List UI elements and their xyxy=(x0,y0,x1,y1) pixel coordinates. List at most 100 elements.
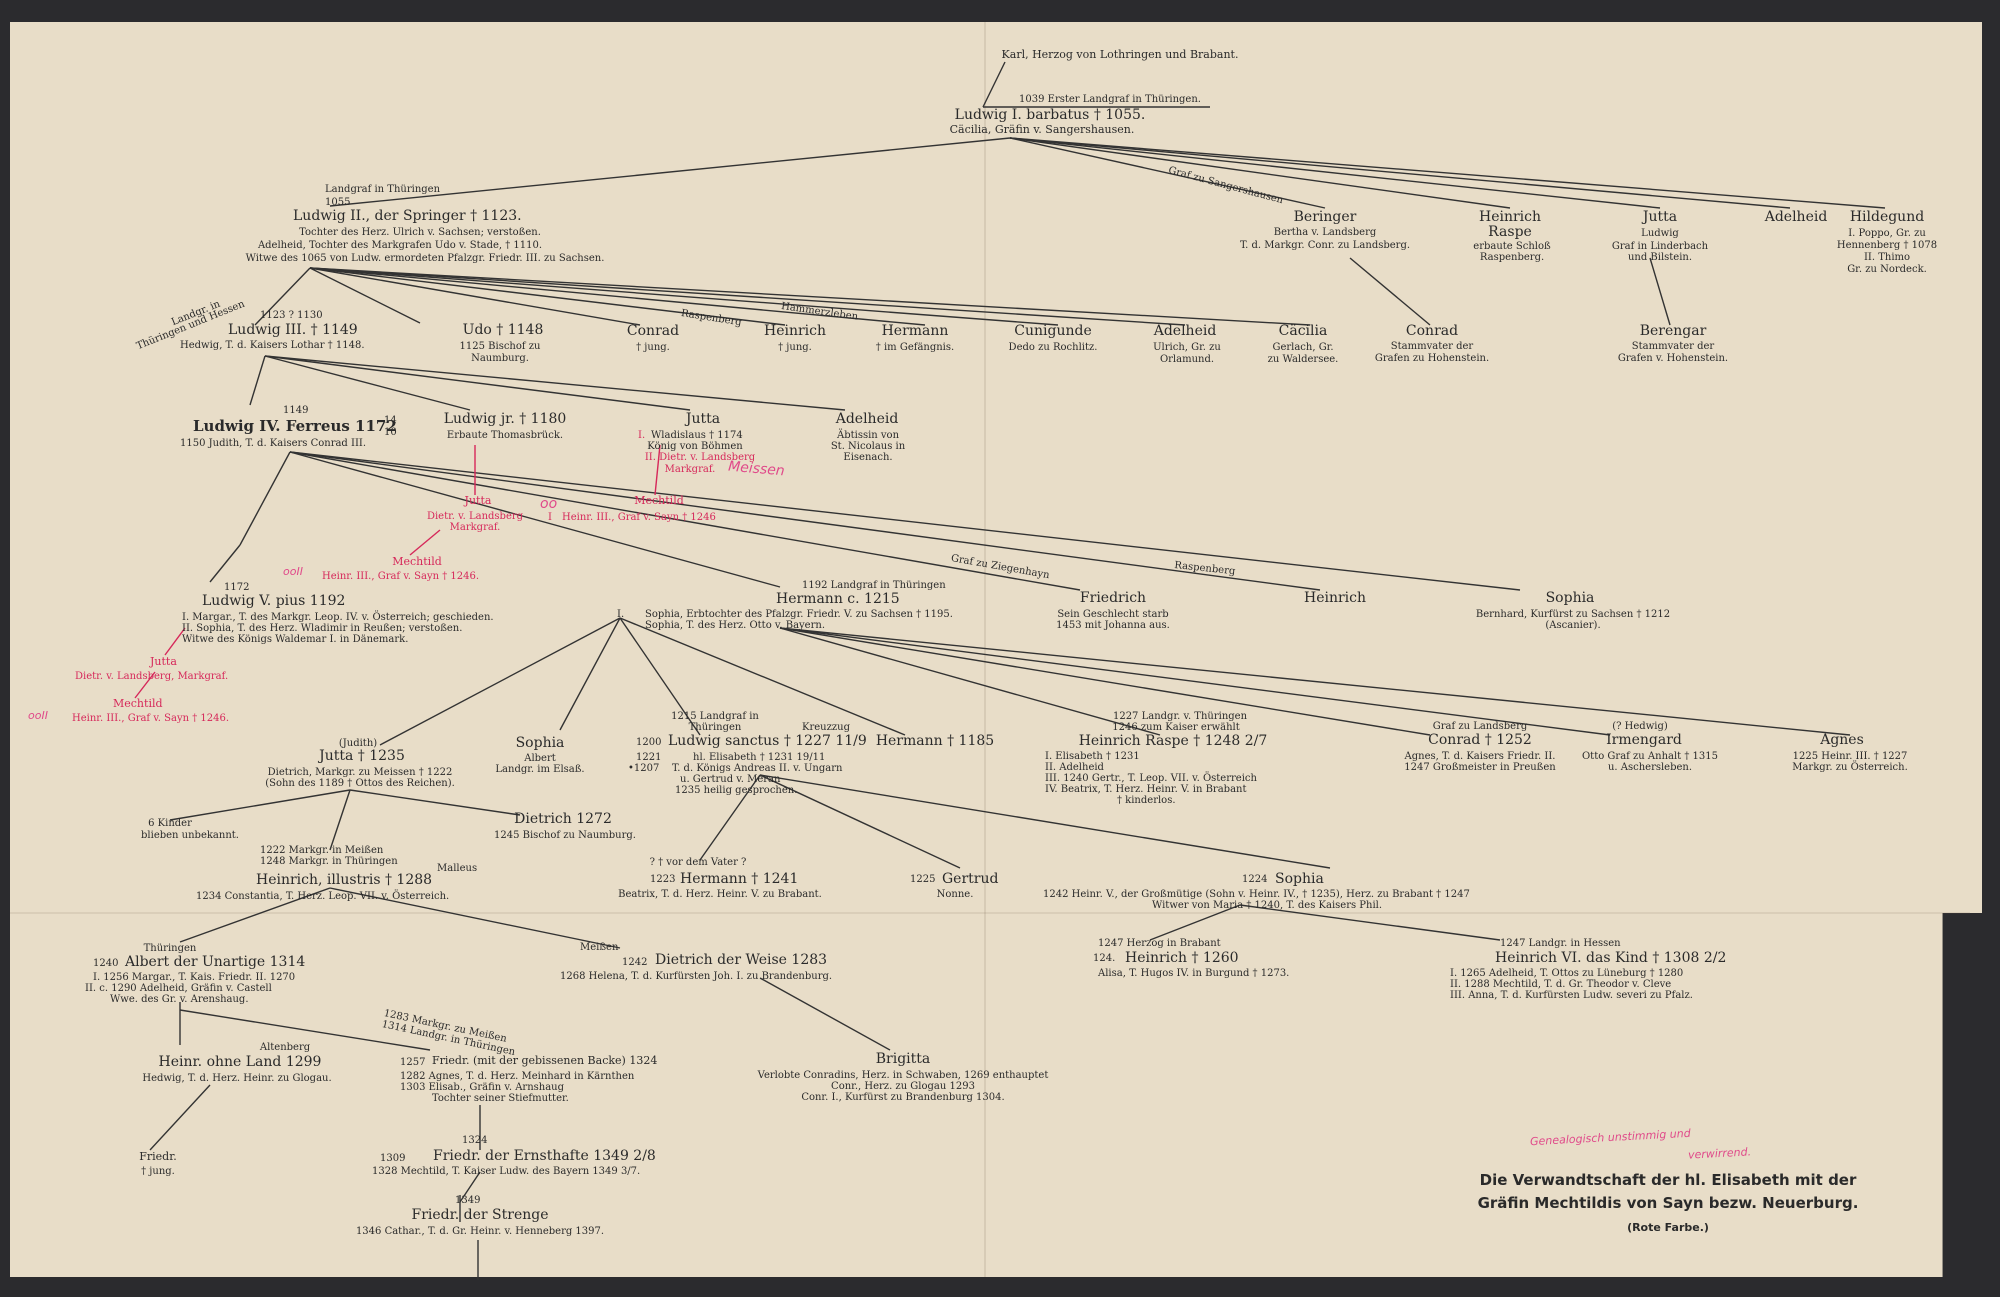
heinrich-raspe-name: Heinrich xyxy=(1478,209,1542,225)
friedrich-jung-name: Friedr. xyxy=(139,1150,177,1163)
adelheid-detail: Orlamund. xyxy=(1159,354,1215,365)
friedrich-backe-name: Friedr. (mit der gebissenen Backe) 1324 xyxy=(432,1054,658,1067)
friedrich-detail: 1453 mit Johanna aus. xyxy=(1056,620,1170,631)
ludwig-ii-detail: Tochter des Herz. Ulrich v. Sachsen; ver… xyxy=(299,227,541,238)
irmengard-note: (? Hedwig) xyxy=(1612,721,1668,732)
ludwig-sanctus-detail: u. Gertrud v. Meran xyxy=(680,774,781,785)
udo-name: Udo † 1148 xyxy=(462,322,544,338)
kreuzzug-label: Kreuzzug xyxy=(802,722,850,733)
red-mechtild-detail: Heinr. III., Graf v. Sayn † 1246 xyxy=(562,512,716,523)
friedrich-ernsthafte-name: Friedr. der Ernsthafte 1349 2/8 xyxy=(433,1148,656,1164)
red-mechtild-name: Mechtild xyxy=(392,555,442,568)
caecilia-detail: Gerlach, Gr. xyxy=(1272,342,1334,353)
red-jutta-detail: Markgraf. xyxy=(449,522,501,533)
adelheid-detail: Ulrich, Gr. zu xyxy=(1153,342,1221,353)
irmengard-detail: Otto Graf zu Anhalt † 1315 xyxy=(1581,751,1719,762)
handwritten-oo: oo xyxy=(540,496,558,512)
jutta-detail-marker: I. xyxy=(638,430,646,441)
hermann-detail: Sophia, Erbtochter des Pfalzgr. Friedr. … xyxy=(645,609,953,620)
agnes-name: Agnes xyxy=(1820,732,1864,748)
adelheid-detail: Eisenach. xyxy=(843,452,893,463)
gertrud-name: Gertrud xyxy=(942,871,999,887)
hermann-detail: † im Gefängnis. xyxy=(875,342,955,353)
conrad-name: Conrad † 1252 xyxy=(1428,732,1532,748)
ludwig-iv-name: Ludwig IV. Ferreus 1172 xyxy=(193,417,397,435)
red-jutta-name: Jutta xyxy=(150,655,177,668)
ludwig-v-detail: Witwe des Königs Waldemar I. in Dänemark… xyxy=(182,634,409,645)
adelheid-detail: Äbtissin von xyxy=(836,430,900,441)
ludwig-v-name: Ludwig V. pius 1192 xyxy=(202,593,346,609)
hildegund-detail: II. Thimo xyxy=(1863,252,1911,263)
heinrich-raspe-detail: II. Adelheid xyxy=(1045,762,1104,773)
adelheid-name: Adelheid xyxy=(1764,209,1828,225)
conrad-detail: † jung. xyxy=(636,342,670,353)
beringer-detail: T. d. Markgr. Conr. zu Landsberg. xyxy=(1239,240,1411,251)
heinrich-ohne-land-detail: Hedwig, T. d. Herz. Heinr. zu Glogau. xyxy=(142,1073,332,1084)
ludwig-iii-name: Ludwig III. † 1149 xyxy=(228,322,358,338)
ludwig-iv-date: 14 xyxy=(384,415,397,426)
ludwig-i-note: 1039 Erster Landgraf in Thüringen. xyxy=(1019,94,1201,105)
ludwig-sanctus-detail: 1235 heilig gesprochen. xyxy=(675,785,798,796)
red-mechtild-marker: I xyxy=(548,512,552,523)
friedrich-backe-detail: 1303 Elisab., Gräfin v. Arnshaug xyxy=(400,1082,565,1093)
jutta-name: Jutta xyxy=(1642,209,1678,225)
dietrich-detail: 1245 Bischof zu Naumburg. xyxy=(494,830,636,841)
heinrich-raspe-name: Heinrich Raspe † 1248 2/7 xyxy=(1078,733,1268,749)
note-before-father: ? † vor dem Vater ? xyxy=(649,857,747,868)
berengar-detail: Grafen v. Hohenstein. xyxy=(1617,353,1729,364)
cunigunde-detail: Dedo zu Rochlitz. xyxy=(1008,342,1098,353)
dietrich-weise-name: Dietrich der Weise 1283 xyxy=(655,952,828,968)
ludwig-ii-year: 1055 xyxy=(325,197,351,208)
heinrich-illustris-note: 1248 Markgr. in Thüringen xyxy=(260,856,398,867)
hermann-roman: I. xyxy=(617,609,625,620)
red-jutta-detail: Dietr. v. Landsberg xyxy=(426,511,524,522)
adelheid-detail: St. Nicolaus in xyxy=(830,441,906,452)
adelheid-name: Adelheid xyxy=(835,411,899,427)
heinrich-vi-detail: I. 1265 Adelheid, T. Ottos zu Lüneburg †… xyxy=(1450,968,1684,979)
ludwig-ii-detail: Witwe des 1065 von Ludw. ermordeten Pfal… xyxy=(245,253,605,264)
sophia-year: 1224 xyxy=(1242,874,1268,885)
jutta-judith-name: Jutta † 1235 xyxy=(319,748,405,764)
meissen-label: Meißen xyxy=(580,942,619,953)
agnes-detail: Markgr. zu Österreich. xyxy=(1792,762,1908,773)
hildegund-detail: I. Poppo, Gr. zu xyxy=(1848,228,1926,239)
albert-detail: Wwe. des Gr. v. Arenshaug. xyxy=(110,994,249,1005)
albert-detail: II. c. 1290 Adelheid, Gräfin v. Castell xyxy=(85,983,272,994)
udo-detail: 1125 Bischof zu xyxy=(459,341,541,352)
heinrich-vi-detail: II. 1288 Mechtild, T. d. Gr. Theodor v. … xyxy=(1450,979,1672,990)
handwritten-ooII: ooII xyxy=(28,709,48,722)
hildegund-detail: Hennenberg † 1078 xyxy=(1836,240,1938,251)
brigitta-name: Brigitta xyxy=(875,1051,931,1067)
red-mechtild-detail: Heinr. III., Graf v. Sayn † 1246. xyxy=(72,713,230,724)
heinrich-brabant-year: 124. xyxy=(1093,953,1116,964)
conrad-hohenstein-name: Conrad xyxy=(1405,323,1459,339)
gertrud-detail: Nonne. xyxy=(936,889,974,900)
sophia-name: Sophia xyxy=(1545,590,1595,606)
heinrich-raspe-detail: erbaute Schloß xyxy=(1473,241,1551,252)
sophia-name: Sophia xyxy=(1275,871,1324,887)
hermann-name: Hermann † 1185 xyxy=(875,733,995,749)
dietrich-weise-detail: 1268 Helena, T. d. Kurfürsten Joh. I. zu… xyxy=(560,971,833,982)
adelheid-name: Adelheid xyxy=(1153,323,1217,339)
ludwig-v-year: 1172 xyxy=(224,582,250,593)
document-title: Die Verwandtschaft der hl. Elisabeth mit… xyxy=(1479,1171,1857,1189)
gertrud-year: 1225 xyxy=(910,874,936,885)
ludwig-sanctus-year: •1207 xyxy=(628,763,660,774)
hermann-detail: Beatrix, T. d. Herz. Heinr. V. zu Braban… xyxy=(618,889,822,900)
ludwig-jr-name: Ludwig jr. † 1180 xyxy=(443,411,567,427)
sophia-detail: Bernhard, Kurfürst zu Sachsen † 1212 xyxy=(1475,609,1671,620)
ludwig-sanctus-note: 1215 Landgraf in xyxy=(671,711,759,722)
sophia-name: Sophia xyxy=(515,735,565,751)
six-children: blieben unbekannt. xyxy=(141,830,239,841)
conrad-name: Conrad xyxy=(626,323,680,339)
hermann-name: Hermann xyxy=(881,323,949,339)
heinrich-raspe-detail: I. Elisabeth † 1231 xyxy=(1045,751,1140,762)
hermann-note: 1192 Landgraf in Thüringen xyxy=(802,580,946,591)
document-subtitle: (Rote Farbe.) xyxy=(1627,1221,1709,1234)
sophia-detail: Landgr. im Elsaß. xyxy=(495,764,585,775)
berengar-name: Berengar xyxy=(1639,323,1707,339)
beringer-detail: Bertha v. Landsberg xyxy=(1273,227,1377,238)
udo-detail: Naumburg. xyxy=(471,353,529,364)
ludwig-i-name: Ludwig I. barbatus † 1055. xyxy=(954,107,1146,123)
heinrich-ohne-land-name: Heinr. ohne Land 1299 xyxy=(158,1054,322,1070)
